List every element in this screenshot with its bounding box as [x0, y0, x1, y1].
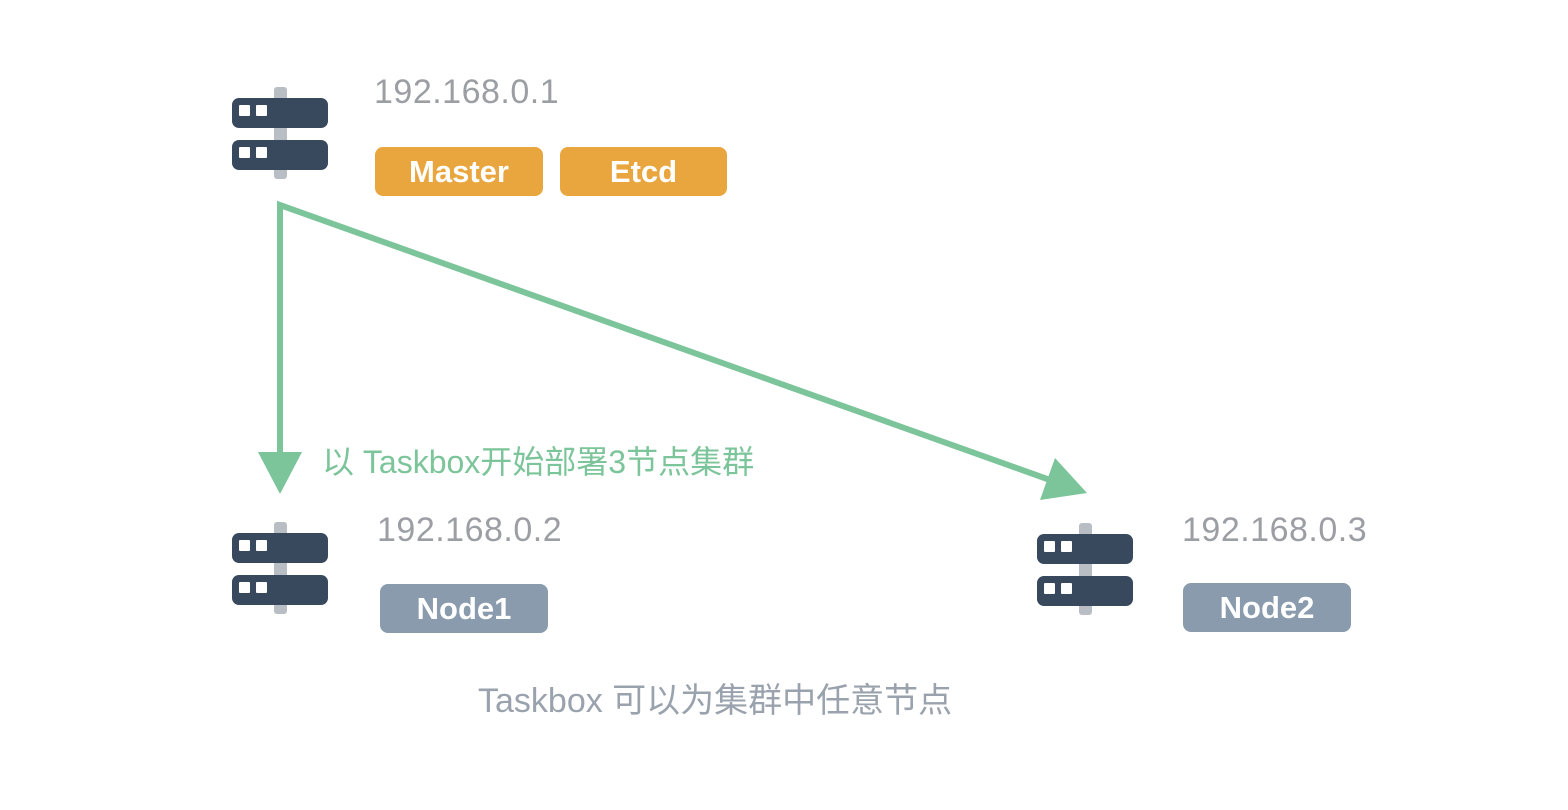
led-light [1061, 583, 1072, 594]
master-badge: Master [375, 147, 543, 196]
led-light [239, 540, 250, 551]
led-light [239, 147, 250, 158]
led-light [256, 147, 267, 158]
etcd-badge: Etcd [560, 147, 727, 196]
diagram-caption: Taskbox 可以为集群中任意节点 [478, 682, 953, 720]
led-light [1044, 541, 1055, 552]
server-rack [1037, 534, 1133, 564]
server-rack [232, 140, 328, 170]
led-light [256, 105, 267, 116]
server-rack [232, 533, 328, 563]
led-light [239, 582, 250, 593]
node2-badge: Node2 [1183, 583, 1351, 632]
server-rack [232, 98, 328, 128]
arrow-down-head [258, 452, 302, 494]
led-light [256, 582, 267, 593]
arrow-diagonal-head [1040, 458, 1087, 500]
led-light [1044, 583, 1055, 594]
led-light [239, 105, 250, 116]
server-rack [232, 575, 328, 605]
deploy-arrow-label: 以 Taskbox开始部署3节点集群 [322, 444, 755, 480]
node1-ip-label: 192.168.0.2 [377, 511, 563, 549]
led-light [256, 540, 267, 551]
node1-server-icon [232, 522, 328, 614]
node2-ip-label: 192.168.0.3 [1182, 511, 1368, 549]
master-ip-label: 192.168.0.1 [374, 73, 560, 111]
master-server-icon [232, 87, 328, 179]
arrow-lines [277, 200, 1052, 483]
server-rack [1037, 576, 1133, 606]
node1-badge: Node1 [380, 584, 548, 633]
led-light [1061, 541, 1072, 552]
node2-server-icon [1037, 523, 1133, 615]
